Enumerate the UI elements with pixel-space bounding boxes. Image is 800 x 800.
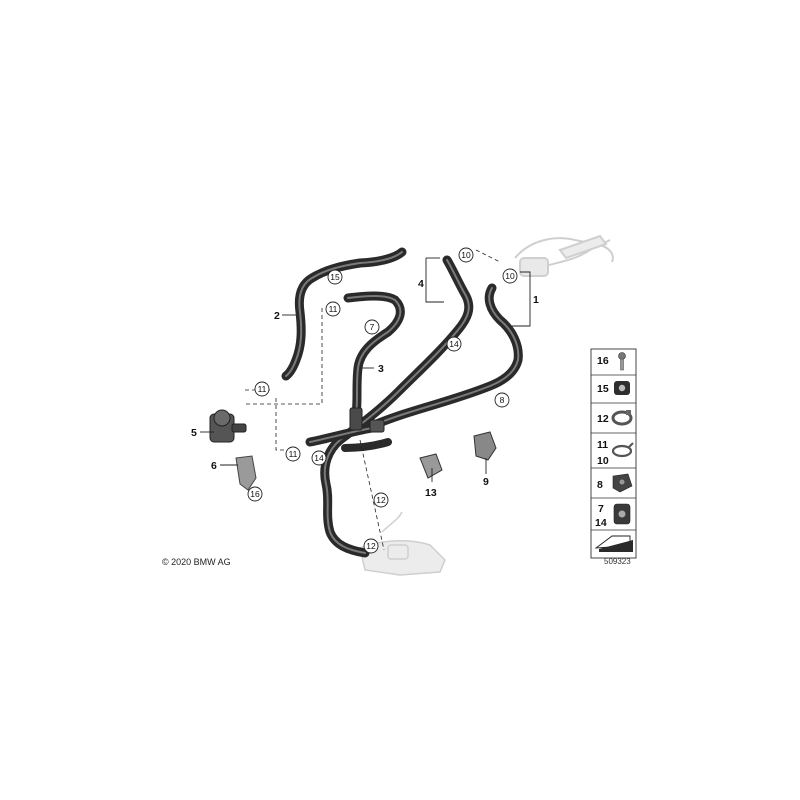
ghost-engine-bottom — [359, 511, 446, 576]
document-number: 509323 — [604, 557, 631, 566]
leader-lines — [200, 257, 531, 482]
holder-part-13 — [419, 453, 443, 479]
svg-text:7: 7 — [598, 503, 604, 515]
hose-junction — [305, 407, 392, 452]
label-5: 5 — [191, 427, 197, 439]
callout-14-a: 14 — [446, 336, 462, 352]
callout-7: 7 — [364, 319, 380, 335]
callout-8: 8 — [494, 392, 510, 408]
bracket-part-6 — [235, 455, 257, 491]
label-6: 6 — [211, 460, 217, 472]
svg-text:8: 8 — [500, 395, 505, 405]
legend-row-11-10: 11 10 — [597, 439, 634, 467]
svg-text:12: 12 — [597, 413, 609, 425]
hose-clamp-icon — [611, 410, 633, 426]
hose-part-2 — [281, 247, 407, 381]
ghost-engine-top-right — [514, 234, 614, 277]
seal-ring-icon — [613, 503, 631, 525]
svg-text:14: 14 — [449, 339, 459, 349]
svg-text:16: 16 — [250, 489, 260, 499]
legend-row-16: 16 — [597, 352, 626, 371]
legend-panel: 16 15 12 11 10 — [590, 348, 637, 559]
spring-clamp-icon — [611, 442, 634, 458]
svg-text:15: 15 — [330, 272, 340, 282]
callout-11-c: 11 — [285, 446, 301, 462]
callouts: 15 11 7 11 14 11 14 16 12 12 10 10 8 — [247, 247, 518, 554]
legend-row-8: 8 — [597, 473, 633, 493]
svg-text:14: 14 — [595, 517, 607, 529]
svg-text:11: 11 — [289, 449, 298, 459]
water-pump-part-5 — [209, 409, 247, 443]
callout-11-a: 11 — [325, 301, 341, 317]
svg-text:10: 10 — [597, 455, 609, 467]
svg-text:11: 11 — [597, 439, 608, 451]
svg-text:10: 10 — [461, 250, 471, 260]
legend-row-7-14: 7 14 — [595, 503, 631, 529]
svg-text:11: 11 — [329, 304, 338, 314]
clip-icon — [612, 473, 633, 493]
callout-16: 16 — [247, 486, 263, 502]
callout-14-b: 14 — [311, 450, 327, 466]
holder-part-9 — [473, 431, 497, 461]
hose-part-3 — [343, 291, 405, 420]
svg-text:7: 7 — [370, 322, 375, 332]
callout-15: 15 — [327, 269, 343, 285]
direction-arrow-icon — [594, 535, 633, 552]
svg-text:16: 16 — [597, 355, 609, 367]
copyright-text: © 2020 BMW AG — [162, 557, 231, 567]
label-2: 2 — [274, 310, 280, 322]
callout-10-a: 10 — [458, 247, 474, 263]
callout-10-b: 10 — [502, 268, 518, 284]
svg-text:12: 12 — [376, 495, 386, 505]
svg-text:8: 8 — [597, 479, 603, 491]
svg-text:12: 12 — [366, 541, 376, 551]
label-13: 13 — [425, 487, 437, 499]
callout-12-b: 12 — [363, 538, 379, 554]
legend-row-12: 12 — [597, 410, 633, 426]
bolt-icon — [618, 352, 626, 371]
svg-text:11: 11 — [258, 384, 267, 394]
label-1: 1 — [533, 294, 539, 306]
part-labels: 1 2 3 4 5 6 9 13 — [191, 278, 539, 499]
svg-text:10: 10 — [505, 271, 515, 281]
callout-11-b: 11 — [254, 381, 270, 397]
callout-12-a: 12 — [373, 492, 389, 508]
svg-text:15: 15 — [597, 383, 609, 395]
label-3: 3 — [378, 363, 384, 375]
hose-part-1 — [367, 283, 523, 431]
legend-row-15: 15 — [597, 381, 630, 395]
hose-part-4 — [320, 255, 474, 558]
label-4: 4 — [418, 278, 424, 290]
svg-text:14: 14 — [314, 453, 324, 463]
label-9: 9 — [483, 476, 489, 488]
grommet-icon — [614, 381, 630, 395]
